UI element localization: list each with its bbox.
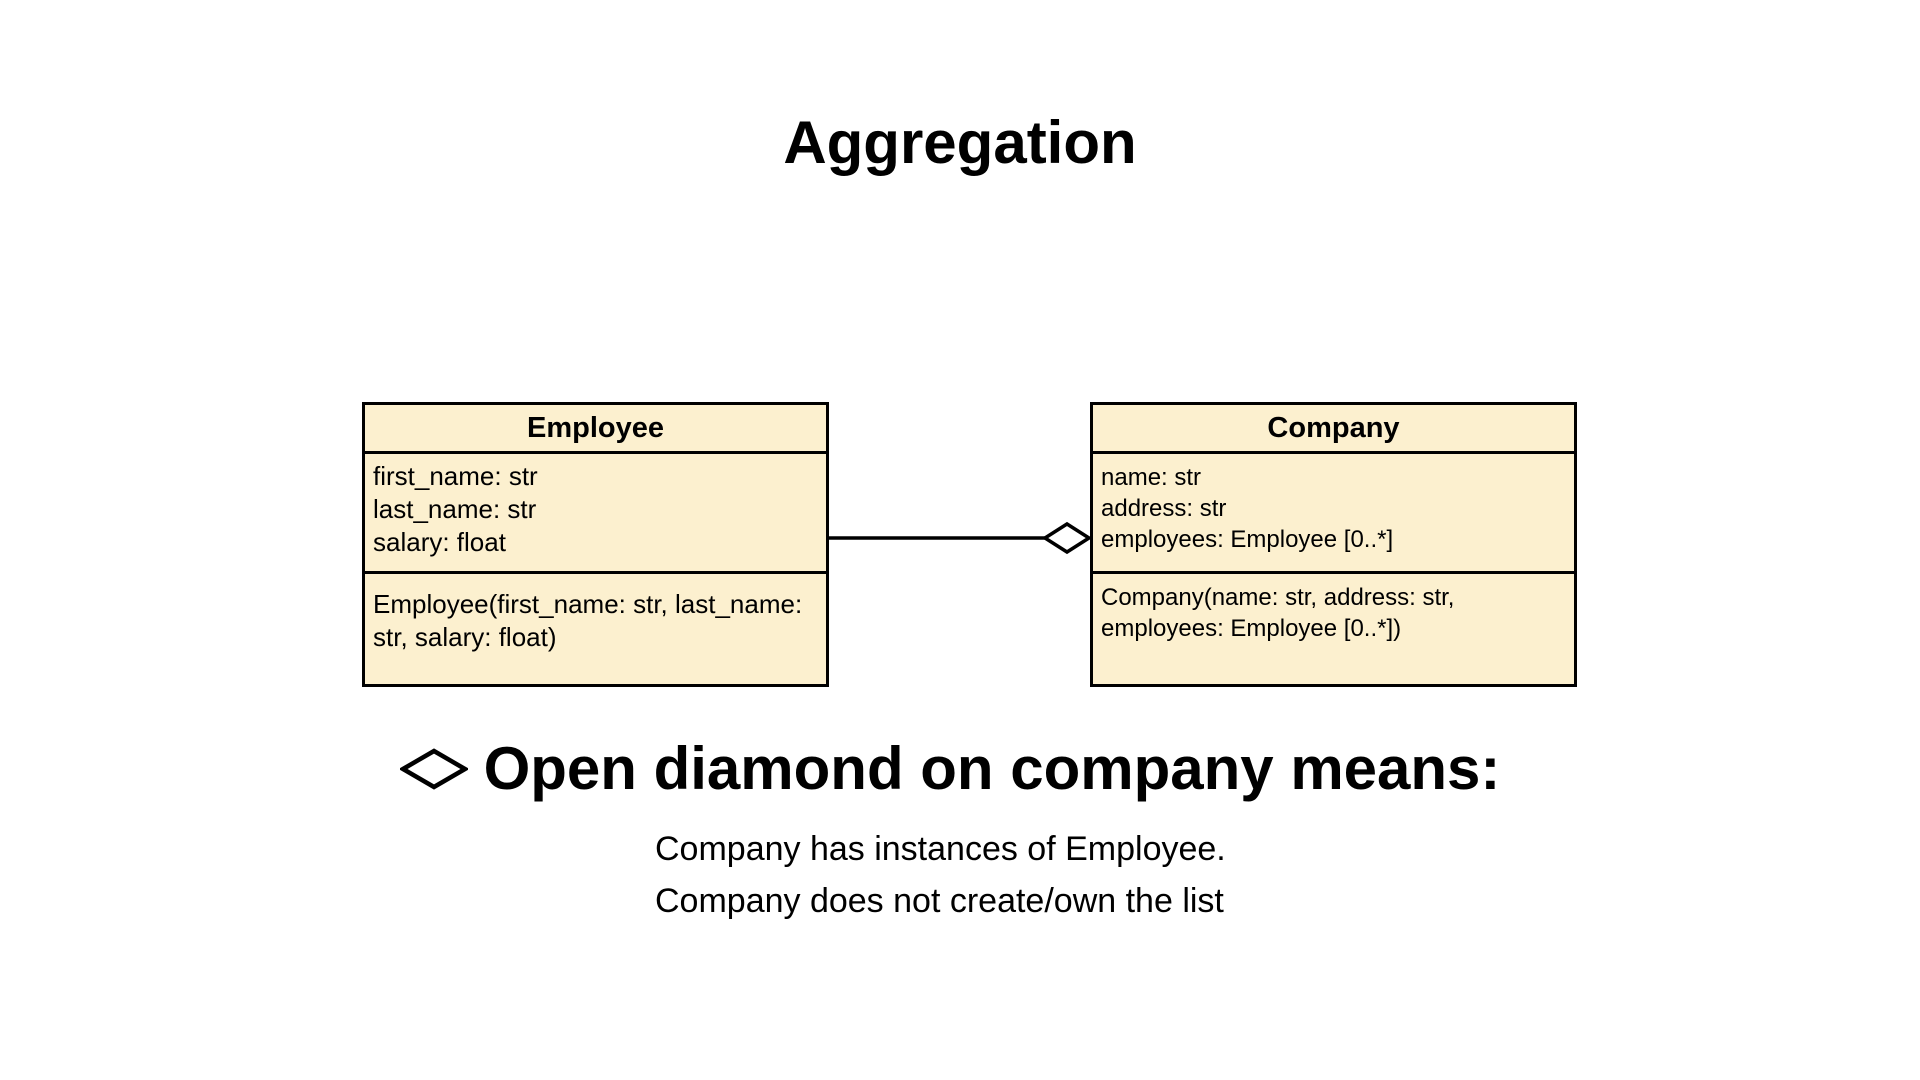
company-attribute: employees: Employee [0..*] bbox=[1101, 526, 1394, 553]
explanation: Company has instances of Employee. Compa… bbox=[655, 823, 1226, 927]
open-diamond-icon bbox=[1041, 521, 1093, 555]
employee-attribute: last_name: str bbox=[373, 494, 537, 524]
legend-text: Open diamond on company means: bbox=[483, 735, 1501, 802]
employee-class-box: Employee first_name: str last_name: str … bbox=[362, 402, 829, 687]
open-diamond-legend-icon bbox=[399, 748, 468, 790]
company-attribute: address: str bbox=[1101, 495, 1227, 522]
slide-title: Aggregation bbox=[783, 109, 1137, 176]
employee-operations: Employee(first_name: str, last_name: str… bbox=[365, 574, 826, 684]
employee-attribute: first_name: str bbox=[373, 461, 538, 491]
employee-attributes: first_name: str last_name: str salary: f… bbox=[365, 454, 826, 574]
employee-operation: str, salary: float) bbox=[373, 622, 557, 652]
explanation-line: Company has instances of Employee. bbox=[655, 830, 1226, 868]
company-attribute: name: str bbox=[1101, 464, 1202, 491]
employee-operation: Employee(first_name: str, last_name: bbox=[373, 589, 803, 619]
company-class-box: Company name: str address: str employees… bbox=[1090, 402, 1577, 687]
employee-class-name: Employee bbox=[365, 405, 826, 454]
company-class-name: Company bbox=[1093, 405, 1574, 454]
legend: Open diamond on company means: bbox=[0, 730, 1920, 808]
company-operations: Company(name: str, address: str, employe… bbox=[1093, 574, 1574, 684]
company-operation: employees: Employee [0..*]) bbox=[1101, 615, 1402, 642]
company-attributes: name: str address: str employees: Employ… bbox=[1093, 454, 1574, 574]
explanation-line: Company does not create/own the list bbox=[655, 882, 1224, 920]
company-operation: Company(name: str, address: str, bbox=[1101, 584, 1455, 611]
employee-attribute: salary: float bbox=[373, 527, 506, 557]
